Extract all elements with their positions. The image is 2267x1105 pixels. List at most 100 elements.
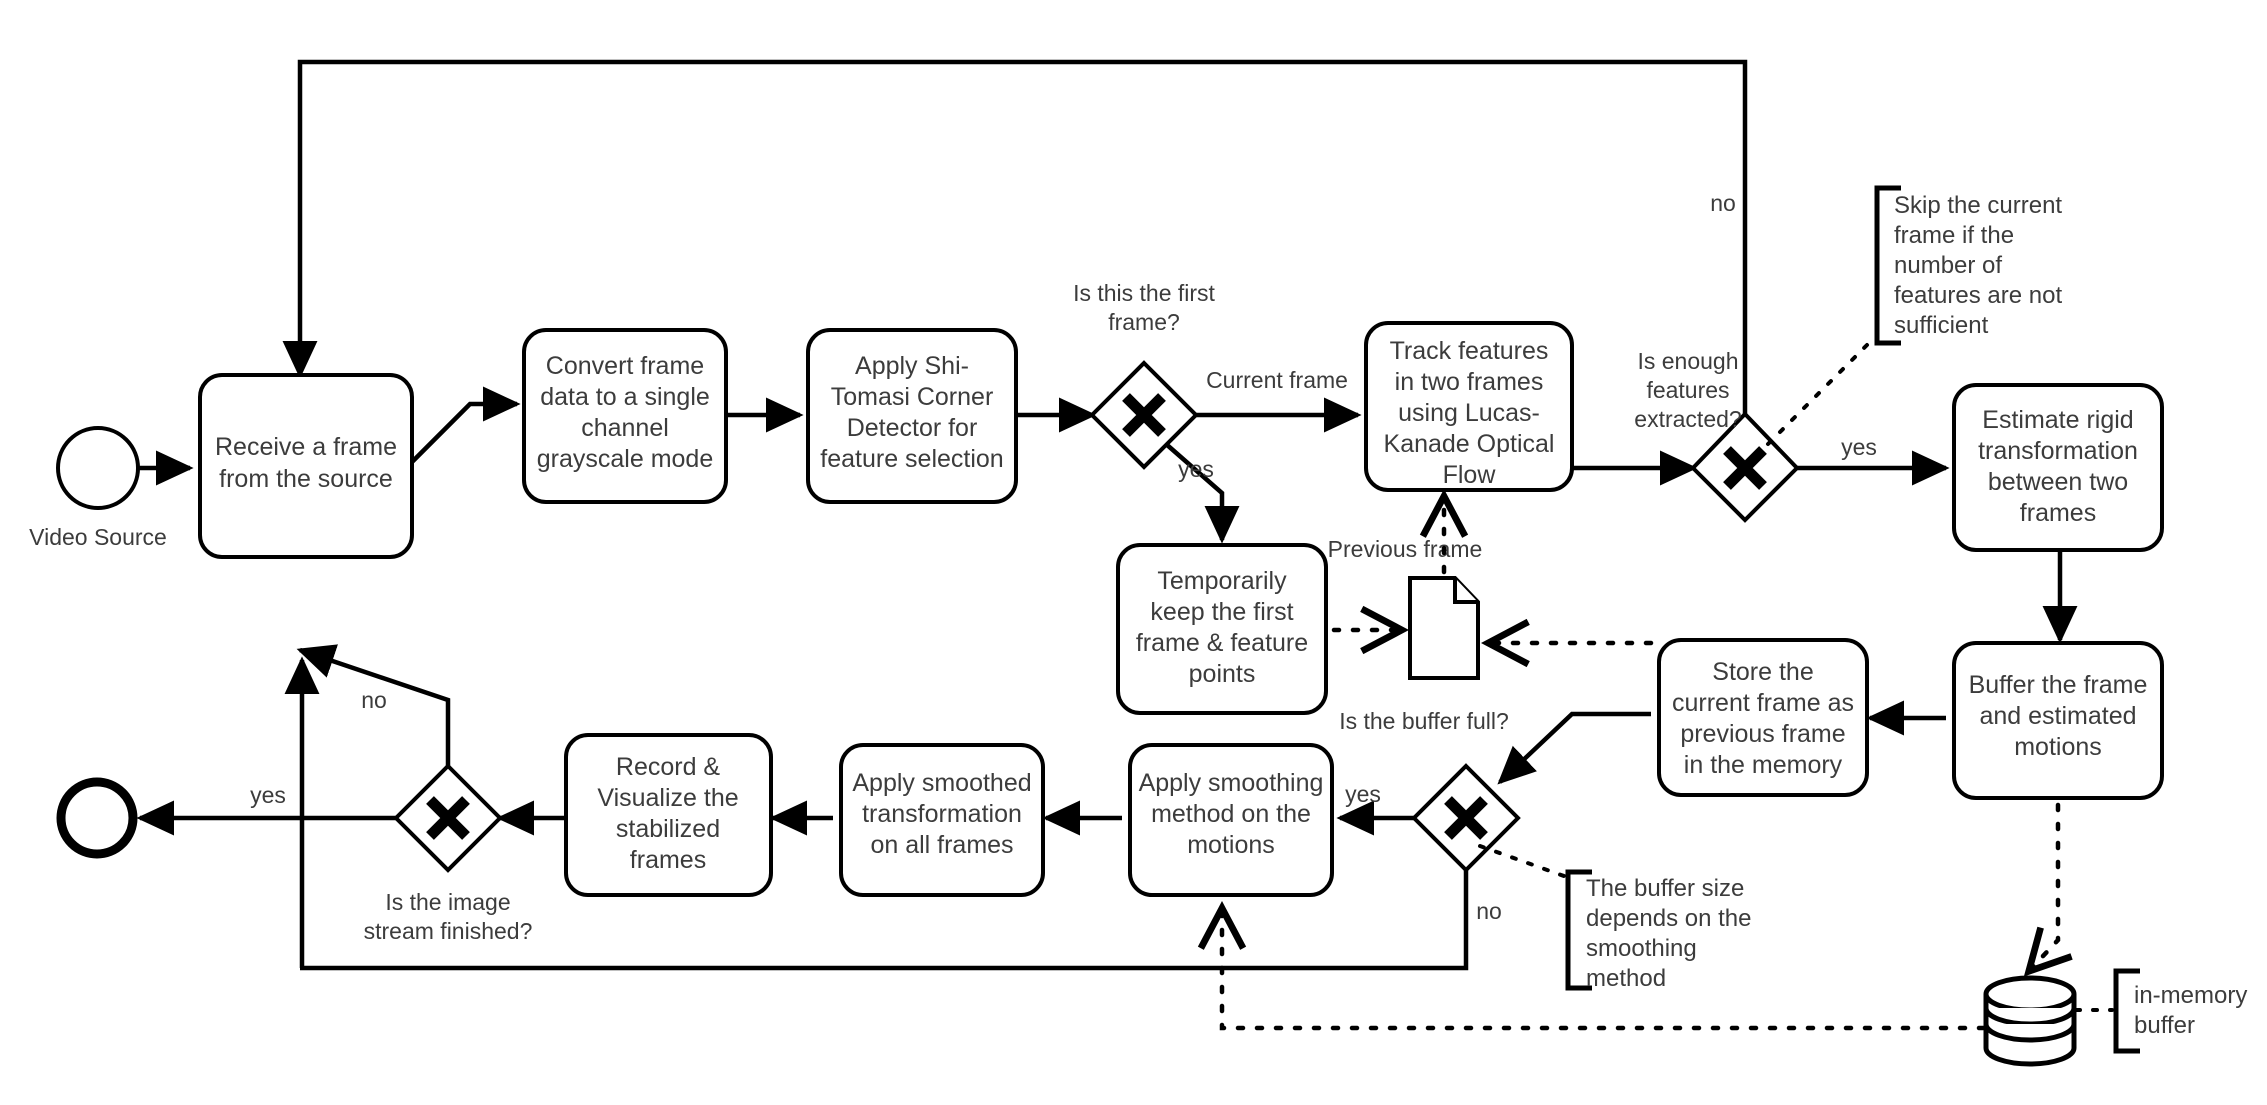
gateway-stream-finished-label-1: stream finished?	[364, 918, 533, 944]
assoc-gw3-to-buffer-annotation	[1478, 844, 1566, 878]
task-receive-frame[interactable]: Receive a frame from the source	[198, 373, 414, 559]
gateway-enough-features-label-1: features	[1646, 377, 1729, 403]
assoc-buffer-to-datastore	[2023, 802, 2073, 977]
task-track-line-4: Flow	[1443, 461, 1497, 489]
annotation-skip-line-4: sufficient	[1894, 312, 1989, 339]
flow-gw1-yes-to-keepfirst	[1164, 442, 1240, 544]
annotation-buffer-line-3: method	[1586, 965, 1666, 992]
task-convert-line-3: grayscale mode	[537, 445, 713, 473]
previous-frame-label: Previous frame	[1328, 536, 1483, 562]
task-store-previous-frame[interactable]: Store the current frame as previous fram…	[1657, 638, 1869, 797]
flow-label-buffer-full-no: no	[1476, 898, 1502, 924]
flow-gw4-no-loop	[296, 644, 451, 766]
gateway-buffer-full[interactable]: Is the buffer full?	[1339, 708, 1521, 873]
flow-store-to-gw3	[1497, 711, 1651, 785]
task-smoothedtf-line-2: on all frames	[870, 831, 1013, 859]
gateway-is-first-frame[interactable]: Is this the first frame?	[1073, 280, 1216, 470]
task-keepfirst-line-0: Temporarily	[1157, 567, 1287, 595]
task-shitomasi-line-3: feature selection	[820, 445, 1003, 473]
task-estimate-rigid-transformation[interactable]: Estimate rigid transformation between tw…	[1952, 383, 2164, 552]
task-track-line-1: in two frames	[1395, 368, 1544, 396]
task-keepfirst-line-2: frame & feature	[1136, 629, 1308, 657]
gateway-enough-features-label-0: Is enough	[1637, 348, 1738, 374]
flow-label-stream-finished-no: no	[361, 687, 387, 713]
flow-receive-to-convert	[410, 386, 521, 464]
end-event[interactable]	[56, 777, 138, 859]
task-buffer-line-0: Buffer the frame	[1969, 671, 2148, 699]
task-apply-smoothed-transformation[interactable]: Apply smoothed transformation on all fra…	[839, 743, 1045, 897]
task-track-line-0: Track features	[1390, 337, 1549, 365]
task-estimate-line-3: frames	[2020, 499, 2096, 527]
task-shitomasi-line-0: Apply Shi-	[855, 352, 969, 380]
previous-frame-data-object[interactable]: Previous frame	[1328, 536, 1483, 680]
gateway-stream-finished-label-0: Is the image	[385, 889, 510, 915]
task-store-line-1: current frame as	[1672, 689, 1854, 717]
assoc-datastore-to-smoothing	[1197, 900, 1987, 1031]
task-shitomasi-line-2: Detector for	[847, 414, 978, 442]
gateway-stream-finished[interactable]: Is the image stream finished?	[364, 763, 533, 944]
gateway-buffer-full-label-0: Is the buffer full?	[1339, 708, 1509, 734]
start-event-label: Video Source	[29, 524, 167, 550]
task-keepfirst-line-3: points	[1189, 660, 1256, 688]
task-smoothing-line-0: Apply smoothing	[1139, 769, 1324, 797]
task-record-line-1: Visualize the	[597, 784, 738, 812]
task-store-line-0: Store the	[1712, 658, 1813, 686]
task-buffer-frame-motions[interactable]: Buffer the frame and estimated motions	[1952, 641, 2164, 800]
task-record-visualize[interactable]: Record & Visualize the stabilized frames	[564, 733, 773, 897]
task-estimate-line-0: Estimate rigid	[1982, 406, 2133, 434]
annotation-in-memory-buffer: in-memory buffer	[2074, 968, 2247, 1054]
task-store-line-3: in the memory	[1684, 751, 1843, 779]
task-estimate-line-2: between two	[1988, 468, 2128, 496]
flow-label-current-frame: Current frame	[1206, 367, 1348, 393]
task-estimate-line-1: transformation	[1978, 437, 2138, 465]
gateway-first-frame-label-1: frame?	[1108, 309, 1180, 335]
task-track-line-3: Kanade Optical	[1384, 430, 1555, 458]
task-smoothing-line-2: motions	[1187, 831, 1275, 859]
annotation-buffer-size: The buffer size depends on the smoothing…	[1565, 869, 1751, 992]
task-record-line-0: Record &	[616, 753, 721, 781]
annotation-buffer-line-1: depends on the	[1586, 905, 1751, 932]
annotation-buffer-line-0: The buffer size	[1586, 875, 1744, 902]
task-convert-line-0: Convert frame	[546, 352, 704, 380]
task-convert-line-1: data to a single	[540, 383, 710, 411]
flow-label-first-frame-yes: yes	[1178, 456, 1214, 482]
task-buffer-line-2: motions	[2014, 733, 2102, 761]
annotation-skip-line-0: Skip the current	[1894, 192, 2062, 219]
in-memory-buffer-label-1: buffer	[2134, 1012, 2195, 1039]
task-shitomasi-line-1: Tomasi Corner	[831, 383, 994, 411]
annotation-skip-line-2: number of	[1894, 252, 2002, 279]
flow-label-enough-features-yes: yes	[1841, 434, 1877, 460]
annotation-skip-line-3: features are not	[1894, 282, 2062, 309]
task-keepfirst-line-1: keep the first	[1150, 598, 1293, 626]
task-record-line-3: frames	[630, 846, 706, 874]
assoc-gw2-to-skip-annotation	[1766, 338, 1874, 446]
task-keep-first-frame[interactable]: Temporarily keep the first frame & featu…	[1116, 543, 1328, 715]
annotation-skip-frame: Skip the current frame if the number of …	[1874, 185, 2062, 346]
flow-enough-features-no	[282, 59, 1748, 465]
task-shi-tomasi-detector[interactable]: Apply Shi- Tomasi Corner Detector for fe…	[806, 328, 1018, 504]
task-store-line-2: previous frame	[1680, 720, 1845, 748]
task-convert-grayscale[interactable]: Convert frame data to a single channel g…	[522, 328, 728, 504]
flow-gw3-no-loop	[284, 656, 1469, 971]
flow-label-buffer-full-yes: yes	[1345, 781, 1381, 807]
flow-label-enough-features-no: no	[1710, 190, 1736, 216]
task-smoothing-line-1: method on the	[1151, 800, 1311, 828]
gateway-enough-features-label-2: extracted?	[1634, 406, 1741, 432]
start-event[interactable]: Video Source	[29, 426, 167, 550]
task-track-features[interactable]: Track features in two frames using Lucas…	[1364, 321, 1574, 492]
task-record-line-2: stabilized	[616, 815, 720, 843]
task-smoothedtf-line-1: transformation	[862, 800, 1022, 828]
in-memory-buffer-label-0: in-memory	[2134, 982, 2247, 1009]
flow-label-stream-finished-yes: yes	[250, 782, 286, 808]
gateway-enough-features[interactable]: Is enough features extracted?	[1634, 348, 1800, 523]
annotation-skip-line-1: frame if the	[1894, 222, 2014, 249]
task-receive-frame-line-0: Receive a frame	[215, 433, 397, 461]
task-receive-frame-line-1: from the source	[219, 465, 393, 493]
gateway-first-frame-label-0: Is this the first	[1073, 280, 1215, 306]
annotation-buffer-line-2: smoothing	[1586, 935, 1697, 962]
task-convert-line-2: channel	[581, 414, 669, 442]
task-apply-smoothing[interactable]: Apply smoothing method on the motions	[1128, 743, 1334, 897]
in-memory-buffer-datastore[interactable]	[1983, 975, 2077, 1067]
